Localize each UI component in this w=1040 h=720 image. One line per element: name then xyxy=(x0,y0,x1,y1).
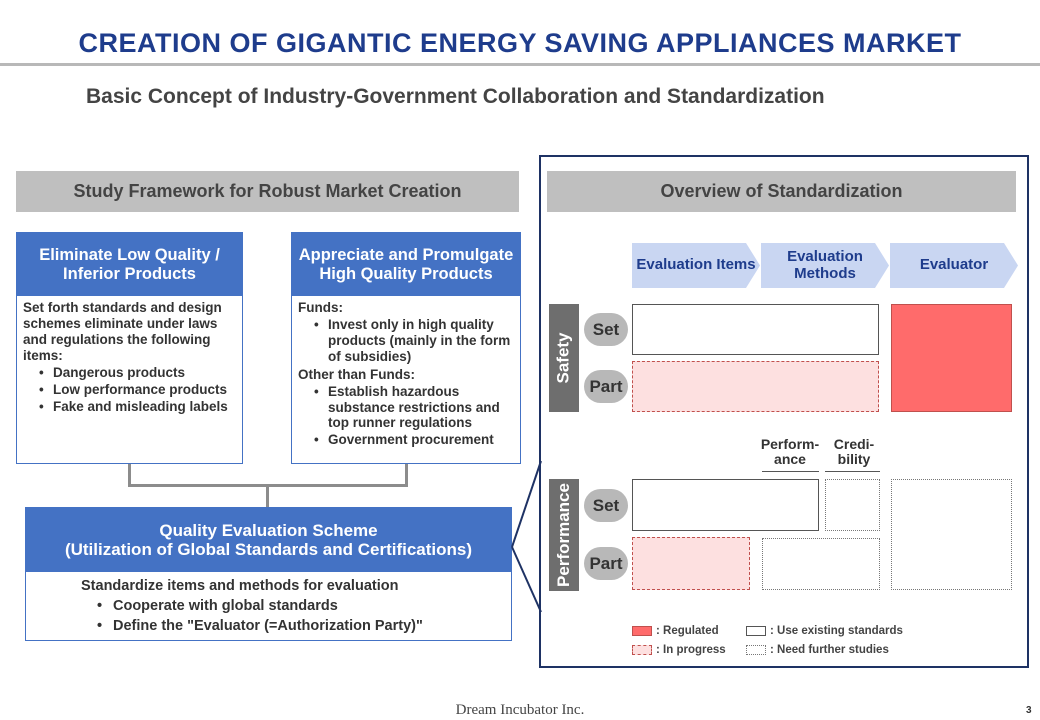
list-item: Cooperate with global standards xyxy=(81,597,511,616)
other-list: Establish hazardous substance restrictio… xyxy=(298,384,514,449)
overview-standardization-header: Overview of Standardization xyxy=(547,171,1016,212)
connector-line xyxy=(128,464,131,487)
standardization-panel xyxy=(539,155,1029,668)
zoom-lines xyxy=(511,460,542,613)
list-item: Establish hazardous substance restrictio… xyxy=(298,384,514,432)
list-item: Low performance products xyxy=(23,382,236,398)
chevron-evaluation-methods: Evaluation Methods xyxy=(761,243,889,288)
page-subtitle: Basic Concept of Industry-Government Col… xyxy=(86,85,825,108)
performance-part-pill: Part xyxy=(584,547,628,580)
safety-part-pill: Part xyxy=(584,370,628,403)
page-number: 3 xyxy=(1026,705,1032,716)
connector-line xyxy=(405,464,408,487)
safety-evaluator-box xyxy=(891,304,1012,412)
eliminate-low-quality-body: Set forth standards and design schemes e… xyxy=(17,296,242,418)
list-item: Dangerous products xyxy=(23,365,236,381)
company-footer: Dream Incubator Inc. xyxy=(455,702,585,718)
study-framework-header: Study Framework for Robust Market Creati… xyxy=(16,171,519,212)
quality-evaluation-box: Quality Evaluation Scheme (Utilization o… xyxy=(25,507,512,641)
safety-set-pill: Set xyxy=(584,313,628,346)
column-underline xyxy=(825,471,880,472)
chevron-evaluator: Evaluator xyxy=(890,243,1018,288)
safety-set-items-box xyxy=(632,304,879,355)
performance-column-label: Perform-ance xyxy=(760,436,820,468)
funds-list: Invest only in high quality products (ma… xyxy=(298,317,514,365)
legend-use-existing-label: : Use existing standards xyxy=(770,625,903,637)
appreciate-high-quality-body: Funds: Invest only in high quality produ… xyxy=(292,296,520,452)
performance-evaluator-box xyxy=(891,479,1012,590)
connector-line xyxy=(266,484,269,508)
performance-set-pill: Set xyxy=(584,489,628,522)
list-item: Define the "Evaluator (=Authorization Pa… xyxy=(81,617,511,636)
other-than-funds-label: Other than Funds: xyxy=(298,366,415,382)
quality-evaluation-intro: Standardize items and methods for evalua… xyxy=(81,578,399,594)
eliminate-low-quality-box: Eliminate Low Quality / Inferior Product… xyxy=(16,232,243,464)
appreciate-high-quality-title: Appreciate and Promulgate High Quality P… xyxy=(292,233,520,296)
performance-label: Performance xyxy=(549,479,579,591)
appreciate-high-quality-box: Appreciate and Promulgate High Quality P… xyxy=(291,232,521,464)
chevron-evaluation-items: Evaluation Items xyxy=(632,243,760,288)
performance-part-methods-box xyxy=(762,538,880,590)
funds-label: Funds: xyxy=(298,300,343,315)
list-item: Government procurement xyxy=(298,432,514,448)
page-title: CREATION OF GIGANTIC ENERGY SAVING APPLI… xyxy=(78,28,962,58)
eliminate-low-quality-title: Eliminate Low Quality / Inferior Product… xyxy=(17,233,242,296)
legend-regulated-swatch xyxy=(632,626,652,636)
eliminate-intro: Set forth standards and design schemes e… xyxy=(23,300,222,363)
legend-regulated-label: : Regulated xyxy=(656,625,719,637)
legend-in-progress-label: : In progress xyxy=(656,644,726,656)
column-underline xyxy=(762,471,819,472)
quality-evaluation-body: Standardize items and methods for evalua… xyxy=(26,572,511,636)
eliminate-list: Dangerous products Low performance produ… xyxy=(23,365,236,415)
safety-label: Safety xyxy=(549,304,579,412)
title-divider xyxy=(0,63,1040,66)
list-item: Fake and misleading labels xyxy=(23,399,236,415)
quality-evaluation-title-line1: Quality Evaluation Scheme xyxy=(159,520,378,540)
quality-evaluation-title: Quality Evaluation Scheme (Utilization o… xyxy=(26,508,511,572)
legend-need-further-swatch xyxy=(746,645,766,655)
quality-evaluation-list: Cooperate with global standards Define t… xyxy=(81,597,511,636)
credibility-column-label: Credi-bility xyxy=(833,436,875,468)
performance-set-credibility-box xyxy=(825,479,880,531)
legend-in-progress-swatch xyxy=(632,645,652,655)
legend-need-further-label: : Need further studies xyxy=(770,644,889,656)
performance-set-items-box xyxy=(632,479,819,531)
legend-use-existing-swatch xyxy=(746,626,766,636)
performance-part-items-box xyxy=(632,537,750,590)
quality-evaluation-title-line2: (Utilization of Global Standards and Cer… xyxy=(64,540,473,559)
safety-part-items-box xyxy=(632,361,879,412)
list-item: Invest only in high quality products (ma… xyxy=(298,317,514,365)
